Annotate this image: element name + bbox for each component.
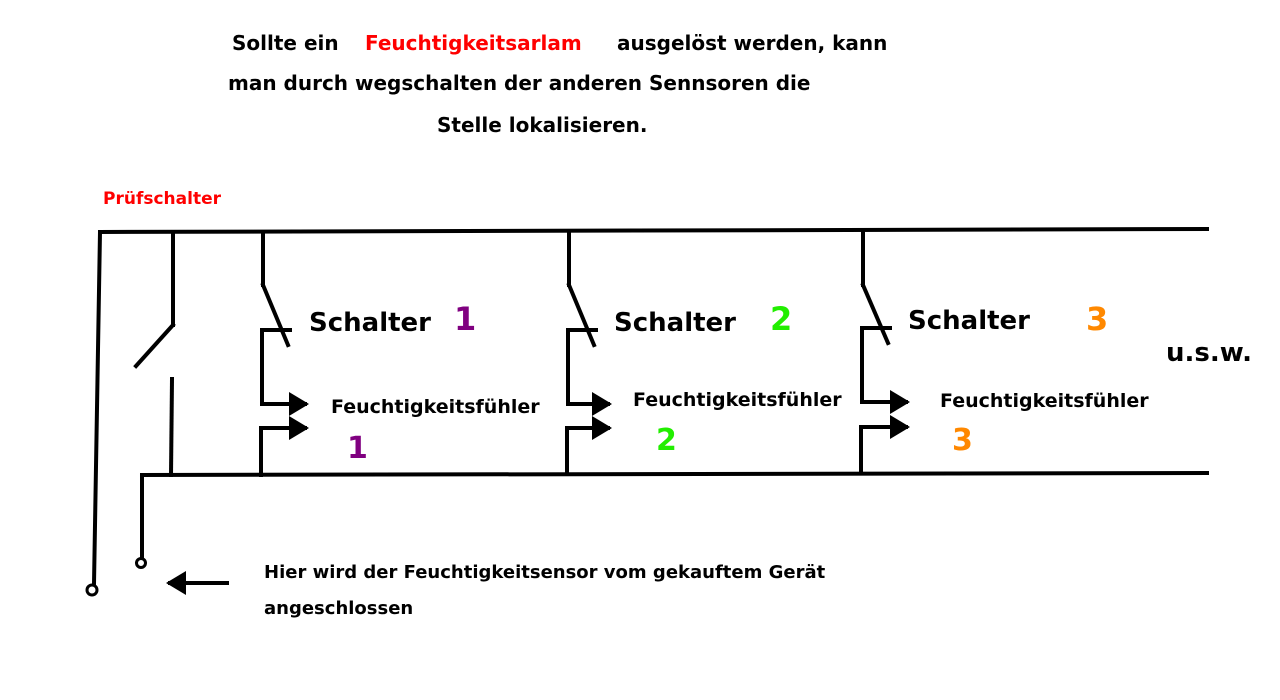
switch-label: Schalter bbox=[614, 308, 736, 338]
intro-line1-after: ausgelöst werden, kann bbox=[617, 31, 887, 55]
sensor-label: Feuchtigkeitsfühler bbox=[940, 390, 1149, 412]
wires bbox=[85, 226, 1210, 597]
terminal-right bbox=[135, 557, 147, 569]
section-1: Schalter 1 Feuchtigkeitsfühler 1 bbox=[259, 230, 540, 477]
etc-label: u.s.w. bbox=[1166, 338, 1252, 368]
terminal-left bbox=[85, 583, 99, 597]
note-line2: angeschlossen bbox=[264, 598, 413, 619]
switch-number: 1 bbox=[454, 300, 476, 338]
bottom-rail bbox=[139, 470, 1210, 478]
intro-highlight: Feuchtigkeitsarlam bbox=[365, 31, 582, 55]
switch-number: 3 bbox=[1086, 300, 1108, 338]
sensor-number: 2 bbox=[656, 423, 677, 458]
switch-label: Schalter bbox=[309, 308, 431, 338]
intro-line1-before: Sollte ein bbox=[232, 31, 339, 55]
intro-line2: man durch wegschalten der anderen Sennso… bbox=[228, 71, 810, 95]
left-lead bbox=[91, 229, 103, 587]
section-2: Schalter 2 Feuchtigkeitsfühler 2 bbox=[565, 229, 842, 476]
note-line1: Hier wird der Feuchtigkeitsensor vom gek… bbox=[264, 562, 826, 583]
switch-number: 2 bbox=[770, 300, 792, 338]
test-switch bbox=[133, 230, 176, 478]
top-rail bbox=[97, 226, 1210, 235]
switch-label: Schalter bbox=[908, 306, 1030, 336]
section-3: Schalter 3 Feuchtigkeitsfühler 3 bbox=[859, 228, 1149, 475]
test-switch-label: Prüfschalter bbox=[103, 189, 222, 209]
intro-line3: Stelle lokalisieren. bbox=[437, 113, 647, 137]
sensor-label: Feuchtigkeitsfühler bbox=[331, 396, 540, 418]
sensor-number: 3 bbox=[952, 423, 973, 458]
sensor-label: Feuchtigkeitsfühler bbox=[633, 389, 842, 411]
sensor-number: 1 bbox=[347, 431, 368, 466]
